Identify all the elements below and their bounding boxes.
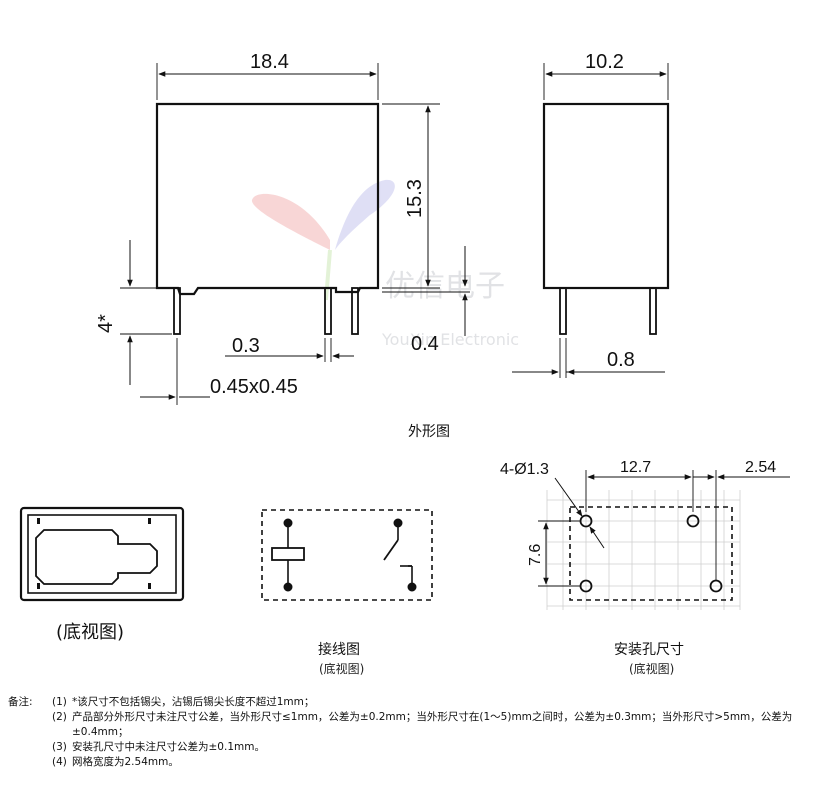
bottom-outer — [19, 506, 185, 602]
holes-subtitle: (底视图) — [629, 661, 674, 676]
contact-switch — [383, 539, 399, 561]
dim-pin-gap: 0.4 — [411, 333, 439, 355]
watermark-petal-red — [251, 193, 330, 250]
wiring-diagram — [261, 509, 433, 601]
wiring-frame — [261, 509, 433, 601]
coil-symbol — [271, 547, 305, 561]
hole-4 — [709, 579, 723, 593]
hole-spacing-x: 12.7 — [620, 459, 651, 476]
watermark-petal-blue — [335, 179, 395, 250]
holes-title: 安装孔尺寸 — [614, 642, 684, 658]
notes-block: 备注: (1) *该尺寸不包括锡尖，沾锡后锡尖长度不超过1mm； (2) 产品部… — [8, 695, 816, 770]
watermark-en: YouXin Electronic — [381, 330, 519, 349]
dim-height: 15.3 — [404, 179, 426, 218]
pin-front-1 — [173, 287, 181, 335]
coil-pin-top — [283, 518, 293, 528]
contact-pin-bottom — [407, 582, 417, 592]
pin-front-2 — [324, 287, 332, 335]
notes-label: 备注: — [8, 696, 33, 708]
hole-grid-size: 2.54 — [745, 459, 776, 476]
coil-pin-bottom — [283, 582, 293, 592]
dim-pin-thickness: 0.3 — [232, 335, 260, 357]
dim-width: 18.4 — [250, 51, 289, 73]
note-item: (2) 产品部分外形尺寸未注尺寸公差，当外形尺寸≤1mm，公差为±0.2mm；当… — [52, 711, 793, 738]
watermark-stem — [324, 249, 332, 301]
note-item: 备注: (1) *该尺寸不包括锡尖，沾锡后锡尖长度不超过1mm； — [8, 696, 315, 708]
dim-pin-length: 4* — [95, 314, 117, 333]
pin-side-1 — [559, 287, 567, 335]
watermark-cn: 优信电子 — [385, 269, 505, 304]
hole-3 — [579, 579, 593, 593]
bottom-contour — [35, 529, 158, 585]
relay-body-side — [542, 102, 670, 290]
bottom-view — [19, 506, 185, 602]
bottom-inner — [27, 514, 177, 594]
watermark: 优信电子 YouXin Electronic — [251, 179, 519, 349]
hole-spec: 4-Ø1.3 — [500, 461, 549, 478]
dim-pin-offset: 0.8 — [607, 349, 635, 371]
wiring-subtitle: (底视图) — [319, 661, 364, 676]
wiring-title: 接线图 — [318, 641, 360, 658]
note-item: (3) 安装孔尺寸中未注尺寸公差为±0.1mm。 — [52, 741, 265, 753]
hole-1 — [579, 514, 593, 528]
front-view — [120, 63, 470, 405]
dim-side-width: 10.2 — [585, 51, 624, 73]
pin-front-3 — [351, 287, 359, 335]
contact-pin-top — [393, 518, 403, 528]
outline-caption: 外形图 — [408, 424, 450, 440]
dim-pin-section: 0.45x0.45 — [210, 376, 298, 398]
side-view — [512, 63, 670, 378]
note-item: (4) 网格宽度为2.54mm。 — [52, 756, 179, 768]
hole-spacing-y: 7.6 — [527, 544, 544, 566]
mounting-holes — [538, 470, 790, 610]
hole-2 — [686, 514, 700, 528]
pin-side-2 — [649, 287, 657, 335]
hole-frame — [569, 506, 733, 601]
bottom-view-caption: (底视图) — [56, 622, 124, 643]
